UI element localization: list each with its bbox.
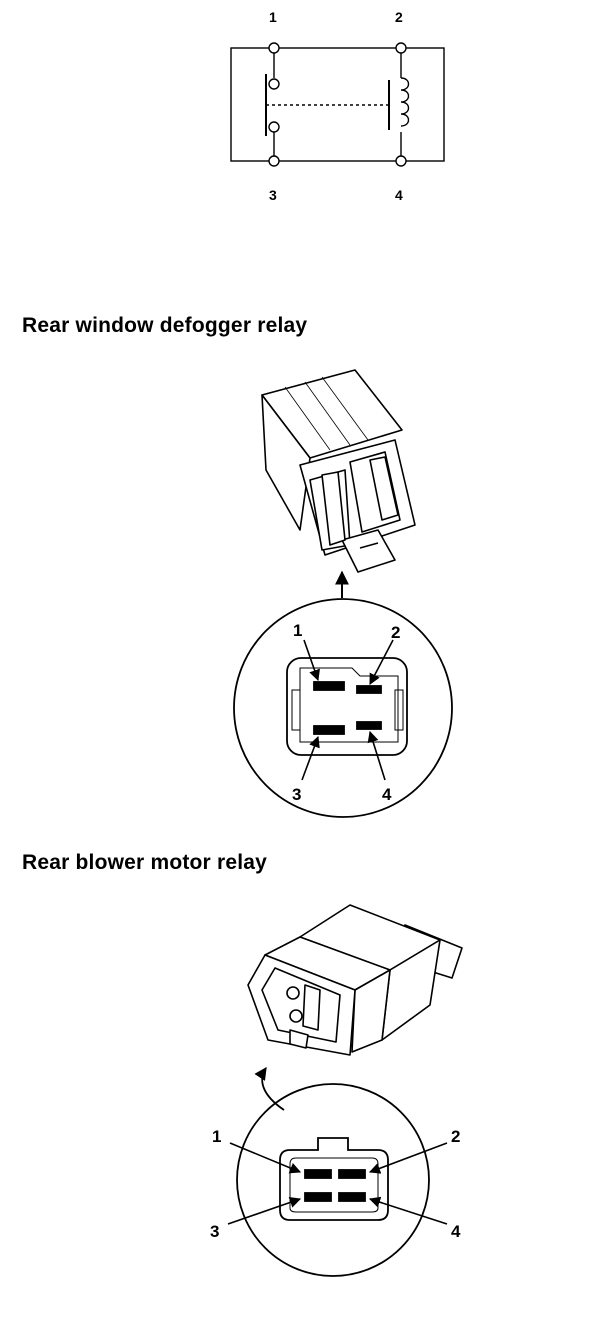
blower-pin-1 bbox=[304, 1169, 332, 1179]
switch-contact-top bbox=[268, 78, 280, 90]
blower-pin-3 bbox=[304, 1192, 332, 1202]
blower-pin-4 bbox=[338, 1192, 366, 1202]
blower-relay-terminal-top bbox=[286, 986, 300, 1000]
terminal-4-dot bbox=[395, 155, 407, 167]
defogger-relay-blade bbox=[341, 529, 396, 573]
defogger-connector-inner bbox=[299, 667, 399, 743]
defogger-label-1: 1 bbox=[293, 621, 302, 640]
blower-leader-1 bbox=[229, 1142, 302, 1174]
blower-leader-3 bbox=[227, 1197, 302, 1225]
defogger-terminal-view bbox=[233, 598, 453, 818]
blower-relay-illustration bbox=[247, 904, 463, 1056]
blower-relay-title: Rear blower motor relay bbox=[22, 851, 268, 874]
terminal-2-dot bbox=[395, 42, 407, 54]
defogger-pin-1 bbox=[313, 681, 345, 691]
schematic-label-2: 2 bbox=[395, 9, 403, 25]
blower-label-2: 2 bbox=[451, 1127, 460, 1146]
schematic-label-3: 3 bbox=[269, 187, 277, 203]
defogger-leader-2 bbox=[369, 639, 394, 685]
blower-view-arrow bbox=[254, 1066, 285, 1111]
terminal-1-dot bbox=[268, 42, 280, 54]
defogger-relay-left-face bbox=[261, 394, 311, 531]
schematic-label-4: 4 bbox=[395, 187, 403, 203]
blower-connector-housing bbox=[279, 1137, 389, 1221]
relay-schematic bbox=[230, 42, 445, 167]
defogger-leader-4 bbox=[367, 730, 386, 781]
blower-relay-terminal-bottom bbox=[289, 1009, 303, 1023]
defogger-relay-illustration bbox=[261, 369, 416, 573]
defogger-leader-3 bbox=[301, 735, 320, 781]
defogger-label-2: 2 bbox=[391, 623, 400, 642]
blower-label-4: 4 bbox=[451, 1222, 461, 1241]
defogger-label-3: 3 bbox=[292, 785, 301, 804]
blower-label-3: 3 bbox=[210, 1222, 219, 1241]
switch-contact-bottom bbox=[268, 121, 280, 133]
schematic-label-1: 1 bbox=[269, 9, 277, 25]
blower-leader-2 bbox=[368, 1142, 448, 1174]
defogger-leader-1 bbox=[303, 639, 320, 682]
coil-winding bbox=[400, 77, 410, 127]
defogger-label-4: 4 bbox=[382, 785, 392, 804]
defogger-pin-3 bbox=[313, 725, 345, 735]
blower-leader-4 bbox=[368, 1196, 448, 1225]
blower-pin-2 bbox=[338, 1169, 366, 1179]
schematic-frame bbox=[230, 47, 445, 162]
blower-terminal-view bbox=[227, 1083, 448, 1277]
defogger-pin-2 bbox=[356, 685, 382, 694]
defogger-pin-4 bbox=[356, 721, 382, 730]
blower-detail-circle bbox=[236, 1083, 430, 1277]
defogger-connector-housing bbox=[286, 657, 408, 756]
blower-label-1: 1 bbox=[212, 1127, 221, 1146]
terminal-3-dot bbox=[268, 155, 280, 167]
defogger-detail-circle bbox=[233, 598, 453, 818]
defogger-relay-title: Rear window defogger relay bbox=[22, 314, 308, 337]
